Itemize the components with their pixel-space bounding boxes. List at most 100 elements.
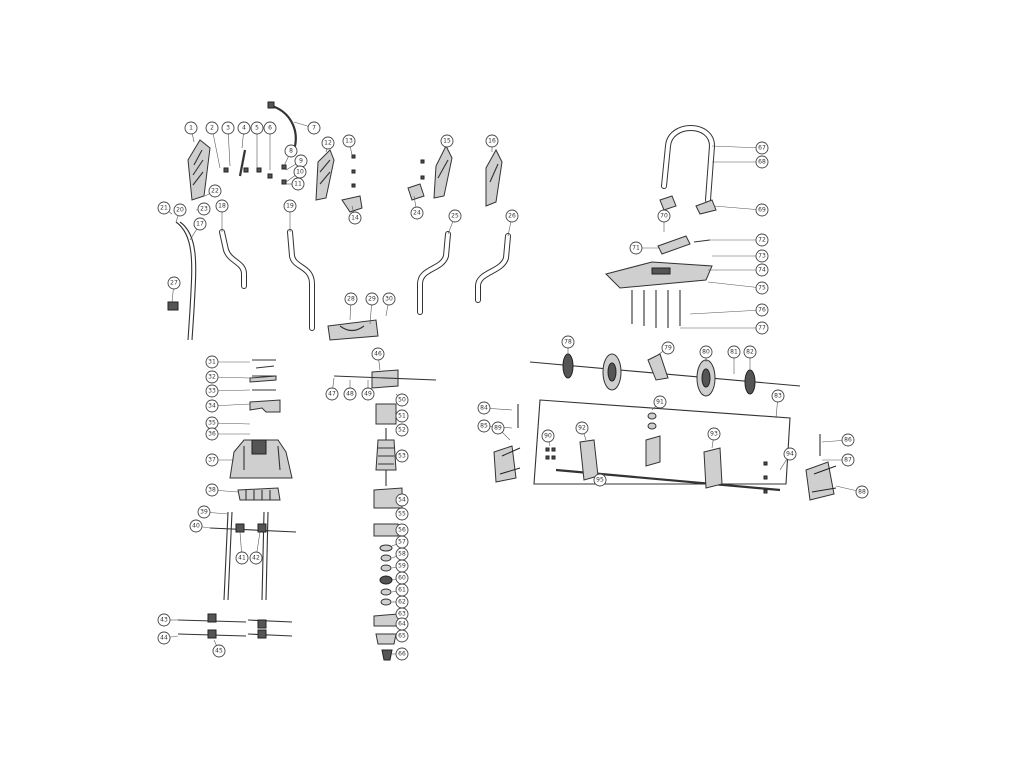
callout-balloon [205, 121, 219, 135]
callout-number: 21 [160, 205, 168, 212]
callout-number: 14 [351, 215, 359, 222]
callout-number: 42 [252, 555, 260, 562]
callout-leader-line [689, 309, 763, 315]
left-motor-cover-half [187, 139, 211, 201]
right-handle-grip-half [485, 148, 503, 207]
callout-balloon [841, 453, 855, 467]
callout-number: 24 [413, 210, 421, 217]
callout-balloon [653, 395, 667, 409]
callout-number: 7 [312, 125, 316, 132]
callout-number: 25 [451, 213, 459, 220]
callout-19: 19 [283, 199, 297, 232]
callout-35: 35 [205, 416, 251, 430]
callout-31: 31 [205, 355, 250, 369]
callout-3: 3 [221, 121, 235, 167]
callout-65: 65 [395, 629, 409, 643]
callout-51: 51 [395, 409, 409, 423]
callout-30: 30 [382, 292, 396, 317]
callout-number: 67 [758, 145, 766, 152]
callout-number: 11 [294, 181, 302, 188]
callout-number: 28 [347, 296, 355, 303]
callout-number: 84 [480, 405, 488, 412]
callout-58: 58 [391, 547, 409, 561]
shaft-tube-center-left [287, 229, 315, 331]
tine-set-inner-right [703, 447, 723, 489]
callout-balloon [485, 134, 499, 148]
callout-balloon [755, 203, 769, 217]
callout-number: 76 [758, 307, 766, 314]
callout-balloon [395, 393, 409, 407]
callout-balloon [205, 384, 219, 398]
callout-17: 17 [189, 217, 207, 241]
switch-box-parts [341, 154, 363, 213]
callout-34: 34 [205, 399, 251, 413]
callout-number: 26 [508, 213, 516, 220]
trigger-parts [407, 159, 425, 201]
callout-40: 40 [189, 519, 211, 533]
callout-number: 19 [286, 203, 294, 210]
shaft-clamp-block [327, 319, 379, 341]
callout-23: 23 [195, 202, 211, 216]
callout-7: 7 [293, 121, 321, 135]
callout-number: 77 [758, 325, 766, 332]
callout-number: 23 [200, 206, 208, 213]
callout-number: 15 [443, 138, 451, 145]
callout-balloon [157, 201, 171, 215]
callout-balloon [855, 485, 869, 499]
callout-leader-line [711, 145, 763, 149]
callout-number: 68 [758, 159, 766, 166]
callout-number: 94 [786, 451, 794, 458]
housing-bracket [249, 399, 281, 413]
wheel-right-large [696, 359, 716, 397]
callout-balloon [395, 507, 409, 521]
callout-balloon [291, 177, 305, 191]
callout-number: 41 [238, 555, 246, 562]
callout-number: 8 [289, 148, 293, 155]
callout-number: 40 [192, 523, 200, 530]
callout-73: 73 [712, 249, 769, 263]
callout-number: 52 [398, 427, 406, 434]
gearbox-plate [373, 523, 399, 537]
callout-76: 76 [689, 303, 769, 317]
callout-48: 48 [343, 380, 357, 401]
callout-number: 6 [268, 125, 272, 132]
small-screws-cluster-top-left [223, 149, 287, 185]
callout-number: 81 [730, 349, 738, 356]
callout-balloon [629, 241, 643, 255]
callout-number: 57 [398, 539, 406, 546]
callout-number: 35 [208, 420, 216, 427]
callout-balloon [841, 433, 855, 447]
callout-89: 89 [491, 421, 511, 441]
callout-22: 22 [204, 184, 222, 198]
callout-number: 87 [844, 457, 852, 464]
callout-balloon [505, 209, 519, 223]
lower-clamp-parts [177, 613, 293, 639]
callout-90: 90 [541, 429, 555, 447]
callout-leader-line [707, 281, 763, 289]
shaft-tube-left [219, 229, 247, 289]
callout-66: 66 [392, 647, 409, 661]
tine-assembly-box [533, 399, 791, 485]
callout-86: 86 [821, 433, 855, 447]
callout-59: 59 [391, 559, 409, 573]
callout-number: 36 [208, 431, 216, 438]
callout-81: 81 [727, 345, 741, 374]
callout-balloon [755, 263, 769, 277]
callout-balloon [205, 483, 219, 497]
left-handle-grip-half [433, 144, 453, 199]
motor-armature [375, 428, 397, 486]
callout-number: 12 [324, 140, 332, 147]
callout-94: 94 [779, 447, 797, 471]
callout-15: 15 [440, 134, 454, 151]
callout-number: 93 [710, 431, 718, 438]
callout-number: 9 [299, 158, 303, 165]
callout-number: 82 [746, 349, 754, 356]
callout-number: 53 [398, 453, 406, 460]
callout-number: 27 [170, 280, 178, 287]
callout-number: 51 [398, 413, 406, 420]
callout-number: 63 [398, 611, 406, 618]
lower-support-rods [209, 511, 297, 601]
axle-bracket [647, 353, 669, 381]
callout-balloon [395, 493, 409, 507]
callout-78: 78 [561, 335, 575, 354]
